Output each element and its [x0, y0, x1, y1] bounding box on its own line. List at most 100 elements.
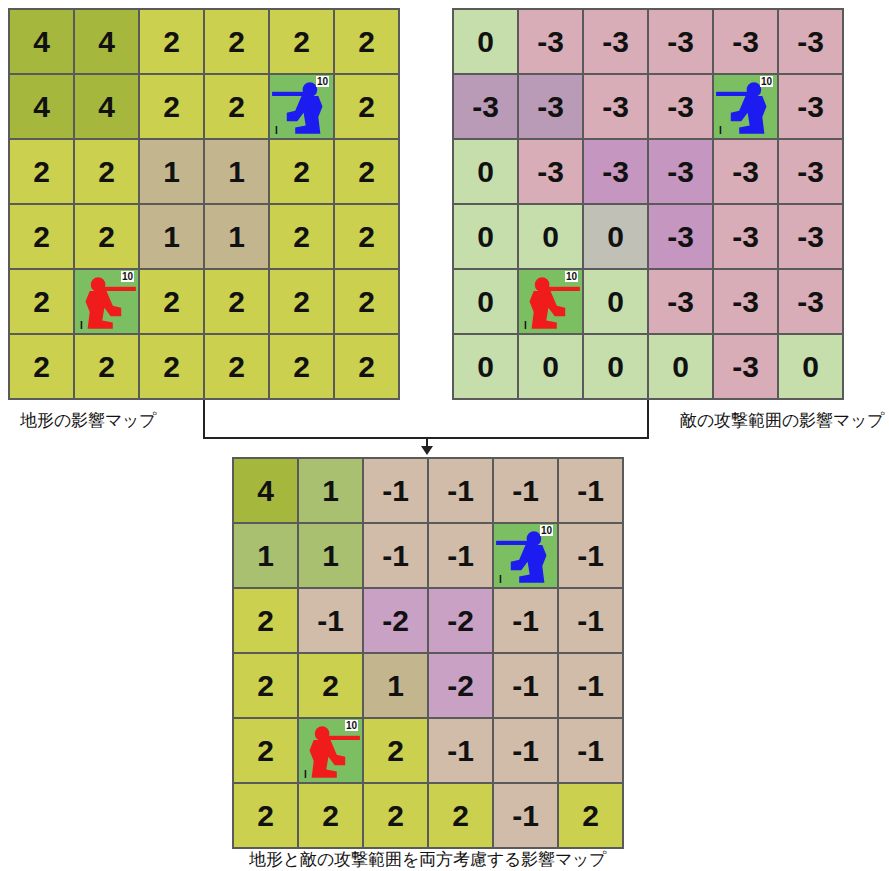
map-cell: -3 — [649, 270, 712, 333]
map-cell: -3 — [454, 75, 517, 138]
cell-value: -3 — [714, 205, 777, 268]
cell-value: -2 — [429, 654, 492, 717]
cell-value: -1 — [559, 524, 622, 587]
map-cell: -3 — [649, 140, 712, 203]
map-cell: -3 — [649, 10, 712, 73]
cell-value: 0 — [454, 140, 517, 203]
cell-value: 2 — [335, 335, 398, 398]
map-cell: -3 — [649, 75, 712, 138]
map-cell: -3 — [519, 75, 582, 138]
unit-size: I — [524, 320, 527, 331]
map-cell: 0 — [779, 335, 842, 398]
cell-value: 2 — [10, 270, 73, 333]
map-cell: 2 — [10, 335, 73, 398]
cell-value: 2 — [270, 10, 333, 73]
map-cell: 0 — [454, 140, 517, 203]
unit-strength: 10 — [316, 76, 329, 87]
cell-value: 2 — [205, 335, 268, 398]
cell-value: -3 — [584, 10, 647, 73]
map-cell: 2 — [140, 75, 203, 138]
cell-value: -3 — [714, 335, 777, 398]
map-cell: 2 — [75, 335, 138, 398]
cell-value: 2 — [140, 10, 203, 73]
map-cell: 2 — [205, 10, 268, 73]
map-cell: 1 — [234, 524, 297, 587]
cell-value: 4 — [75, 75, 138, 138]
map-cell: -1 — [494, 459, 557, 522]
map-cell: 2 — [270, 10, 333, 73]
map-cell: -3 — [584, 140, 647, 203]
map-cell: 2 — [140, 270, 203, 333]
map-cell: 0 — [584, 270, 647, 333]
cell-value: -1 — [494, 589, 557, 652]
map-cell: 4 — [75, 10, 138, 73]
map-cell: -1 — [364, 459, 427, 522]
map-cell: 2 — [140, 10, 203, 73]
map-cell: 0 — [584, 335, 647, 398]
map-cell: 2 — [429, 784, 492, 847]
influence-map: 41-1-1-1-111-1-110I-12-1-2-2-1-1221-2-1-… — [232, 457, 624, 849]
map-cell: 0 — [584, 205, 647, 268]
map-cell: 0 — [454, 335, 517, 398]
cell-value: 2 — [270, 270, 333, 333]
map-cell: -3 — [714, 205, 777, 268]
map-cell: 2 — [10, 270, 73, 333]
cell-value: 2 — [364, 784, 427, 847]
cell-value: 2 — [205, 75, 268, 138]
cell-value: 2 — [335, 75, 398, 138]
map-cell: 2 — [205, 75, 268, 138]
unit-size: I — [304, 769, 307, 780]
cell-value: 4 — [75, 10, 138, 73]
cell-value: 4 — [10, 75, 73, 138]
map-cell: 10I — [494, 524, 557, 587]
cell-value: -3 — [779, 270, 842, 333]
cell-value: 1 — [140, 140, 203, 203]
influence-map: 0-3-3-3-3-3-3-3-3-310I-30-3-3-3-3-3000-3… — [452, 8, 844, 400]
map-cell: -3 — [584, 75, 647, 138]
cell-value: -1 — [429, 459, 492, 522]
cell-value: -3 — [649, 10, 712, 73]
map-cell: -3 — [779, 140, 842, 203]
map-cell: -1 — [559, 459, 622, 522]
map-cell: 0 — [454, 270, 517, 333]
cell-value: 0 — [519, 205, 582, 268]
cell-value: 2 — [140, 75, 203, 138]
unit-strength: 10 — [540, 525, 553, 536]
cell-value: 2 — [75, 335, 138, 398]
cell-value: 0 — [779, 335, 842, 398]
cell-value: -1 — [494, 719, 557, 782]
cell-value: 2 — [234, 589, 297, 652]
cell-value: 2 — [205, 270, 268, 333]
map-cell: -1 — [494, 589, 557, 652]
cell-value: 2 — [270, 140, 333, 203]
unit-size: I — [719, 125, 722, 136]
cell-value: -1 — [494, 459, 557, 522]
cell-value: -3 — [649, 140, 712, 203]
cell-value: 0 — [454, 205, 517, 268]
map-cell: -2 — [429, 654, 492, 717]
map-cell: 10I — [75, 270, 138, 333]
map-cell: -3 — [649, 205, 712, 268]
cell-value: -3 — [779, 205, 842, 268]
unit-strength: 10 — [345, 720, 358, 731]
map-cell: 2 — [335, 335, 398, 398]
map-cell: -1 — [559, 654, 622, 717]
cell-value: 1 — [205, 205, 268, 268]
map-cell: 2 — [140, 335, 203, 398]
map-cell: -3 — [519, 140, 582, 203]
map-cell: -1 — [364, 524, 427, 587]
cell-value: -1 — [559, 589, 622, 652]
cell-value: -3 — [584, 75, 647, 138]
cell-value: -3 — [649, 75, 712, 138]
cell-value: -3 — [454, 75, 517, 138]
influence-map: 442222442210I2221122221122210I2222222222 — [8, 8, 400, 400]
map-cell: -1 — [559, 524, 622, 587]
unit-size: I — [80, 320, 83, 331]
cell-value: 2 — [429, 784, 492, 847]
map-cell: -3 — [714, 10, 777, 73]
map-cell: -1 — [494, 719, 557, 782]
map-cell: 1 — [299, 459, 362, 522]
map-cell: 4 — [234, 459, 297, 522]
map-cell: 10I — [519, 270, 582, 333]
unit-size: I — [275, 125, 278, 136]
